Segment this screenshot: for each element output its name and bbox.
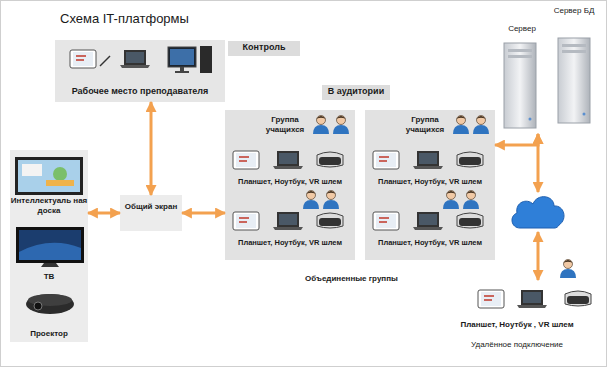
workplace-box: Рабочее место преподавателя — [55, 40, 225, 102]
double-arrow — [495, 134, 538, 145]
remote-devices — [478, 260, 591, 309]
double-arrow — [537, 134, 540, 192]
box-text: ТВ — [10, 272, 88, 282]
box-heading: Контроль — [228, 42, 300, 53]
double-arrow — [182, 212, 225, 215]
diagram-title: Схема IT-платформы — [60, 11, 189, 27]
projector-picture — [26, 294, 74, 314]
box-heading: Группа учащихся — [259, 115, 311, 134]
box-text: Удалённое подключение — [432, 340, 602, 350]
box-heading: Сервер БД — [550, 6, 598, 16]
box-heading: Планшет, Ноутбук , VR шлем — [432, 320, 602, 330]
group-caption: Объединенные группы — [305, 274, 398, 284]
box-heading: Общий экран — [120, 202, 182, 212]
box-text: Проектор — [10, 329, 88, 339]
smart-board-picture — [15, 157, 83, 195]
cloud-shape — [508, 192, 568, 232]
room-tag: В аудитории — [322, 85, 390, 100]
box-heading: Сервер — [500, 24, 544, 34]
box-heading: Рабочее место преподавателя — [55, 86, 225, 97]
double-arrow — [150, 102, 153, 195]
tv-picture — [16, 227, 84, 267]
server-picture — [504, 38, 590, 128]
box-text: Планшет, Ноутбук, VR шлем — [365, 238, 495, 247]
cloud-path — [512, 197, 564, 228]
control-tag: Контроль — [228, 41, 300, 56]
box-heading: Группа учащихся — [399, 115, 451, 134]
teacher-devices — [70, 46, 212, 73]
group-devices — [233, 116, 349, 231]
double-arrow — [537, 232, 540, 280]
box-heading: Интеллектуаль ная доска — [10, 196, 88, 215]
group-devices — [373, 116, 489, 231]
label-holder: Объединенные группы — [305, 274, 398, 284]
box-text: Планшет, Ноутбук, VR шлем — [225, 238, 355, 247]
cloud-outline — [508, 192, 568, 232]
double-arrow — [88, 212, 120, 215]
box-text: Планшет, Ноутбук, VR шлем — [225, 177, 355, 186]
shared-screen-box: Общий экран — [120, 195, 182, 231]
title-holder: Схема IT-платформы — [60, 11, 189, 27]
box-heading: В аудитории — [322, 86, 390, 97]
box-text: Планшет, Ноутбук, VR шлем — [365, 177, 495, 186]
